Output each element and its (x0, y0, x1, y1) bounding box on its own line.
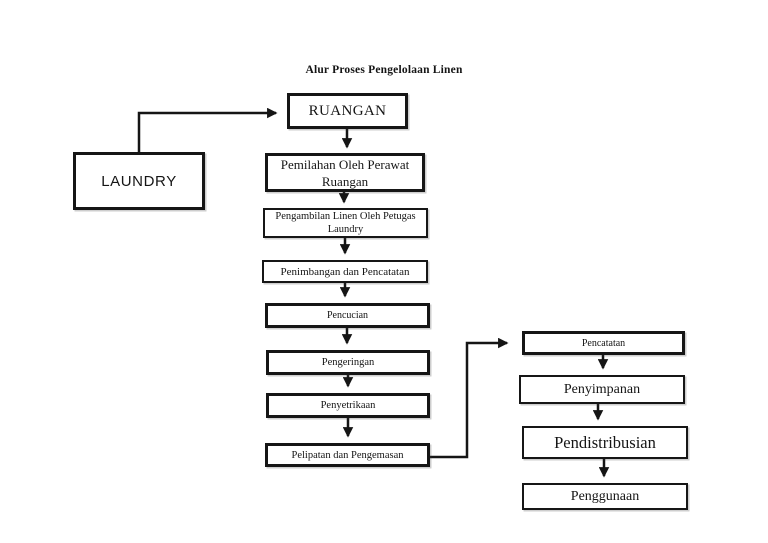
node-laundry: LAUNDRY (73, 152, 205, 210)
node-penggunaan: Penggunaan (522, 483, 688, 510)
connector-pelipatan-to-pencatatan (430, 337, 509, 459)
node-pencucian: Pencucian (265, 303, 430, 328)
node-pelipatan-dan-pengemasan: Pelipatan dan Pengemasan (265, 443, 430, 467)
node-penimbangan-dan-pencatatan: Penimbangan dan Pencatatan (262, 260, 428, 283)
node-pencatatan: Pencatatan (522, 331, 685, 355)
node-pendistribusian: Pendistribusian (522, 426, 688, 459)
node-pengambilan-linen-oleh-petugas-laundry: Pengambilan Linen Oleh Petugas Laundry (263, 208, 428, 238)
node-penyimpanan: Penyimpanan (519, 375, 685, 404)
node-pemilahan-oleh-perawat-ruangan: Pemilahan Oleh Perawat Ruangan (265, 153, 425, 192)
connector-laundry-to-ruangan (137, 107, 278, 152)
node-penyetrikaan: Penyetrikaan (266, 393, 430, 418)
node-ruangan: RUANGAN (287, 93, 408, 129)
flowchart-title: Alur Proses Pengelolaan Linen (305, 64, 463, 76)
node-pengeringan: Pengeringan (266, 350, 430, 375)
